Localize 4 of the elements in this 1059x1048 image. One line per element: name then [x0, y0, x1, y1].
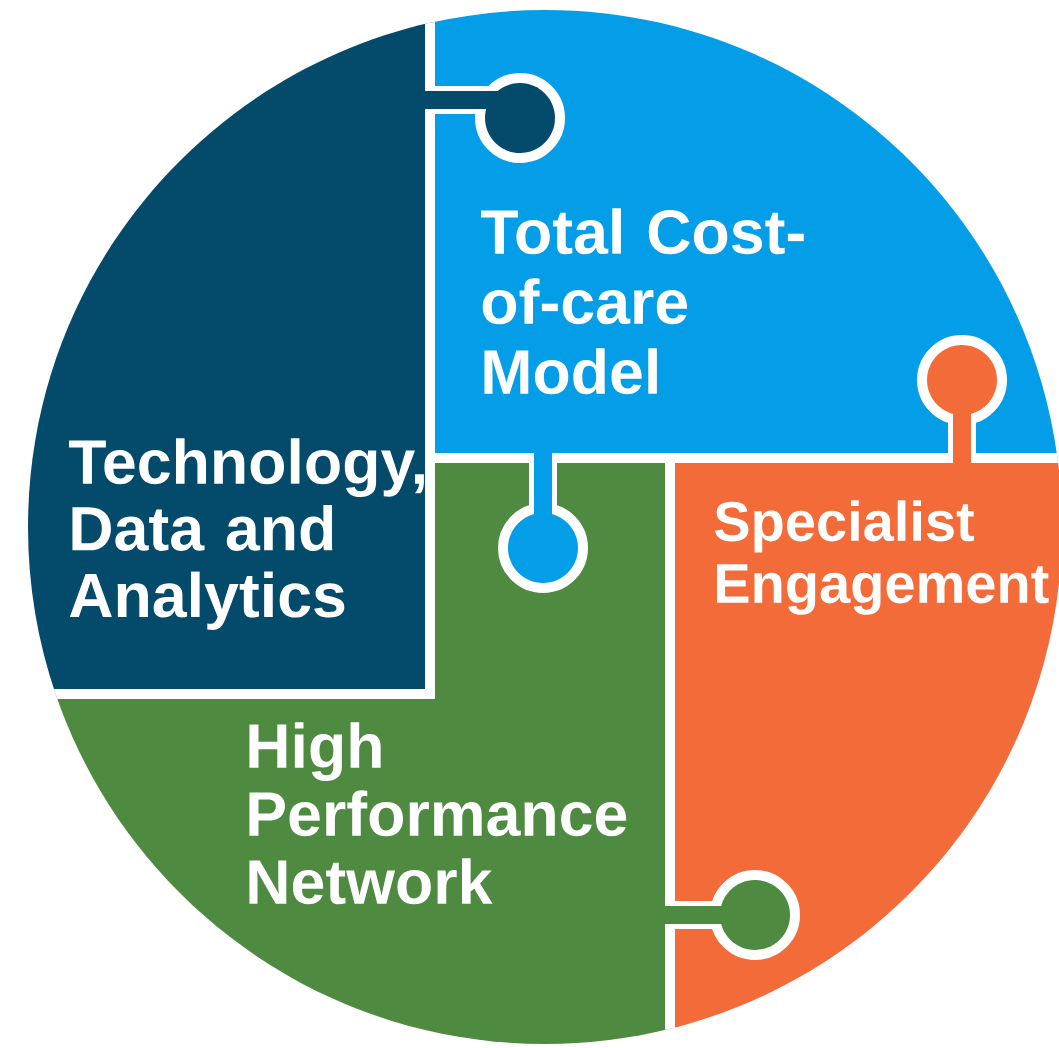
piece-label: Specialist Engagement [714, 500, 1049, 615]
piece-label: Total Cost-of-care Model [481, 208, 804, 395]
piece-label: Technology, Data and Analytics [69, 438, 424, 630]
piece-label: High Performance Network [249, 722, 627, 905]
